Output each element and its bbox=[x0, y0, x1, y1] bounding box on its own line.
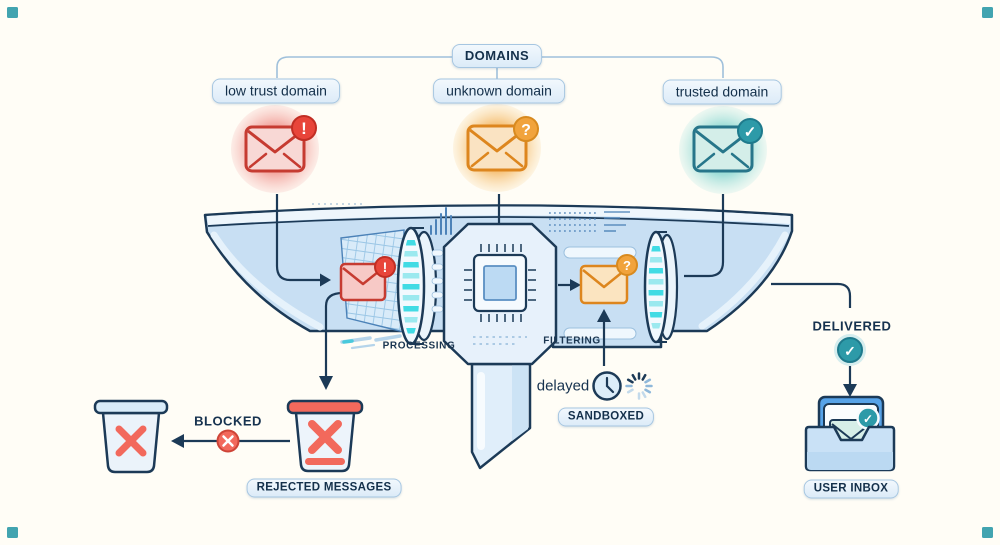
funnel-rim-lip bbox=[207, 206, 790, 225]
reject-flow-line bbox=[324, 291, 344, 377]
funnel-machine bbox=[203, 203, 794, 470]
sandboxed-pill: SANDBOXED bbox=[557, 407, 655, 427]
arrowhead bbox=[570, 279, 581, 291]
unknown-email-icon: ? bbox=[453, 104, 541, 192]
delayed-label: delayed bbox=[536, 377, 590, 395]
filtering-label: FILTERING bbox=[543, 335, 601, 347]
lens-ring-processing bbox=[396, 226, 438, 346]
flow-lines bbox=[275, 194, 857, 397]
arrowhead bbox=[597, 309, 611, 322]
alert-badge-icon bbox=[374, 256, 396, 278]
low-trust-flow-line bbox=[275, 194, 320, 282]
connector-slats bbox=[431, 249, 444, 313]
x-mark bbox=[308, 420, 342, 454]
rejected-bin-icon bbox=[286, 399, 364, 473]
delivered-label: DELIVERED bbox=[812, 318, 892, 334]
arrowhead bbox=[319, 376, 333, 390]
check-badge-icon bbox=[737, 118, 763, 144]
trusted-email-icon: ✓ bbox=[679, 106, 767, 194]
question-glyph: ? bbox=[521, 122, 531, 139]
question-glyph: ? bbox=[623, 258, 631, 273]
domains-label: DOMAINS bbox=[451, 44, 543, 68]
alert-glyph: ! bbox=[301, 119, 307, 138]
blocked-arrow bbox=[171, 429, 290, 453]
delivered-check-icon: ✓ bbox=[834, 334, 866, 366]
question-badge-icon bbox=[616, 254, 638, 276]
speed-dashes bbox=[340, 334, 402, 350]
filtered-email-icon: ? bbox=[579, 254, 638, 305]
arrowhead bbox=[171, 434, 184, 448]
dot-grid-decoration bbox=[549, 212, 599, 232]
inbox-icon: ✓ bbox=[804, 395, 896, 472]
alert-glyph: ! bbox=[383, 259, 388, 275]
equalizer-icon bbox=[430, 207, 452, 235]
domains-bracket bbox=[276, 56, 724, 79]
arrowhead bbox=[320, 273, 331, 287]
dash-decoration bbox=[604, 211, 630, 232]
question-badge-icon bbox=[513, 116, 539, 142]
trusted-flow-line bbox=[684, 194, 725, 278]
check-glyph: ✓ bbox=[744, 124, 757, 141]
user-inbox-pill: USER INBOX bbox=[803, 479, 899, 499]
alert-badge-icon bbox=[291, 115, 317, 141]
delivered-line bbox=[771, 282, 852, 308]
rejected-email-icon: ! bbox=[339, 256, 396, 302]
domain-pill-unknown: unknown domain bbox=[433, 78, 565, 104]
x-mark bbox=[115, 425, 147, 457]
lens-ring-filtering bbox=[643, 230, 679, 344]
spinner-icon bbox=[625, 372, 653, 400]
domain-pill-trusted: trusted domain bbox=[662, 79, 782, 105]
domain-pill-low-trust: low trust domain bbox=[212, 78, 340, 104]
arrowhead bbox=[843, 384, 857, 397]
blocked-label: BLOCKED bbox=[194, 413, 262, 429]
chip-icon bbox=[464, 244, 536, 322]
filter-slots bbox=[563, 246, 637, 340]
funnel-spout bbox=[470, 362, 532, 470]
processing-label: PROCESSING bbox=[382, 340, 456, 352]
rejected-messages-pill: REJECTED MESSAGES bbox=[246, 478, 402, 498]
check-glyph: ✓ bbox=[863, 412, 873, 426]
low-trust-email-icon: ! bbox=[231, 105, 319, 193]
clock-icon bbox=[592, 371, 622, 401]
corner-marks bbox=[7, 7, 993, 538]
check-glyph: ✓ bbox=[844, 343, 856, 359]
processor-housing bbox=[442, 222, 558, 366]
blocked-bin-icon bbox=[93, 399, 169, 474]
